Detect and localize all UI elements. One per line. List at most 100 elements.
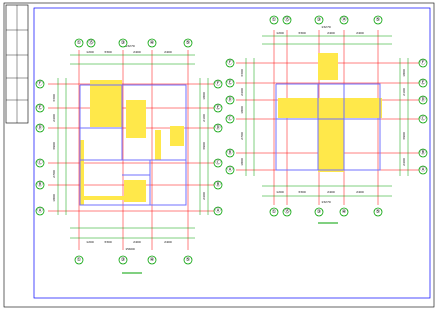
dim-bottom-total: 15600 — [125, 247, 135, 251]
right-dimensions — [245, 35, 409, 197]
r-dim-left-2: 2400 — [240, 88, 244, 96]
svg-text:①: ① — [272, 209, 277, 215]
svg-text:Ⓔ: Ⓔ — [227, 79, 232, 86]
svg-text:Ⓓ: Ⓓ — [227, 96, 232, 103]
svg-text:Ⓒ: Ⓒ — [215, 159, 220, 166]
svg-text:Ⓕ: Ⓕ — [227, 59, 232, 66]
r-dim-left-5: 1800 — [240, 158, 244, 166]
left-dimensions — [57, 54, 209, 239]
svg-text:③: ③ — [121, 257, 125, 263]
svg-text:①: ① — [272, 17, 277, 23]
roof-cross-fill — [278, 98, 360, 172]
dim-bottom-2: 3300 — [104, 240, 112, 244]
r-dim-bottom-2: 3300 — [298, 190, 306, 194]
dim-right-2: 2100 — [202, 114, 206, 122]
svg-text:Ⓒ: Ⓒ — [227, 115, 232, 122]
wall-fill-bottom — [80, 196, 124, 200]
svg-text:Ⓕ: Ⓕ — [420, 59, 425, 66]
dim-bottom-1: 1200 — [86, 240, 94, 244]
svg-text:Ⓑ: Ⓑ — [227, 149, 232, 156]
stair-area-fill — [90, 80, 122, 127]
svg-text:④: ④ — [150, 40, 155, 46]
outer-border — [3, 2, 435, 308]
left-axis-grid — [48, 50, 215, 250]
svg-text:③: ③ — [121, 40, 125, 46]
dim-left-3: 3900 — [52, 142, 56, 150]
left-top-axis-markers: ① ⑮ ③ ④ ⑤ — [74, 38, 193, 48]
r-dim-bottom-3: 2400 — [327, 190, 335, 194]
svg-text:①: ① — [77, 257, 82, 263]
svg-text:Ⓔ: Ⓔ — [420, 79, 425, 86]
svg-text:⑤: ⑤ — [186, 257, 190, 263]
svg-text:Ⓐ: Ⓐ — [215, 207, 220, 214]
svg-text:Ⓔ: Ⓔ — [37, 104, 42, 111]
bath-fill — [124, 180, 146, 202]
r-dim-top-1: 1200 — [276, 31, 284, 35]
room-fill-small — [170, 126, 184, 146]
right-floor-plan: 1200 3300 2400 2400 13270 1200 3300 2400… — [225, 15, 428, 224]
svg-text:⑤: ⑤ — [376, 17, 380, 23]
dim-top-4: 2400 — [164, 50, 172, 54]
dim-bottom-3: 2400 — [133, 240, 141, 244]
dim-bottom-4: 2400 — [164, 240, 172, 244]
right-top-axis-markers: ① ⑮ ③ ⑭ ⑤ — [269, 15, 383, 25]
title-block — [5, 4, 29, 124]
dim-top-total: 13270 — [125, 44, 135, 48]
r-dim-left-3: 1800 — [240, 106, 244, 114]
svg-text:Ⓕ: Ⓕ — [37, 80, 42, 87]
wall-fill-left — [80, 140, 84, 205]
left-left-axis-markers: Ⓕ Ⓔ Ⓓ Ⓒ Ⓑ Ⓐ — [35, 79, 45, 216]
r-dim-right-1: 1800 — [402, 69, 406, 77]
r-dim-bottom-1: 1200 — [276, 190, 284, 194]
left-walls — [79, 84, 187, 206]
svg-text:⑤: ⑤ — [186, 40, 190, 46]
svg-text:Ⓑ: Ⓑ — [215, 181, 220, 188]
svg-text:Ⓒ: Ⓒ — [420, 115, 425, 122]
right-walls — [275, 83, 381, 171]
svg-text:Ⓐ: Ⓐ — [420, 166, 425, 173]
dim-top-2: 3300 — [104, 50, 112, 54]
r-dim-bottom-4: 2400 — [356, 190, 364, 194]
right-right-axis-markers: Ⓕ Ⓔ Ⓓ Ⓒ Ⓑ Ⓐ — [418, 58, 428, 175]
svg-text:Ⓐ: Ⓐ — [37, 207, 42, 214]
r-dim-right-3: 3900 — [402, 132, 406, 140]
svg-text:④: ④ — [342, 209, 347, 215]
svg-text:③: ③ — [317, 209, 321, 215]
dim-left-5: 1800 — [52, 194, 56, 202]
svg-text:⑮: ⑮ — [284, 208, 289, 215]
svg-text:⑮: ⑮ — [88, 39, 93, 46]
dim-left-4: 2700 — [52, 170, 56, 178]
svg-text:④: ④ — [150, 257, 155, 263]
svg-text:Ⓕ: Ⓕ — [215, 80, 220, 87]
dim-left-2: 2400 — [52, 114, 56, 122]
dim-left-1: 3300 — [52, 94, 56, 102]
left-floor-plan: 1200 3300 2400 2400 13270 1200 3300 2400… — [35, 38, 223, 274]
svg-text:Ⓑ: Ⓑ — [420, 149, 425, 156]
drawing-frame — [33, 7, 431, 299]
r-dim-left-4: 2700 — [240, 132, 244, 140]
svg-text:Ⓒ: Ⓒ — [37, 159, 42, 166]
dim-right-4: 2400 — [202, 192, 206, 200]
svg-text:⑤: ⑤ — [376, 209, 380, 215]
right-bottom-axis-markers: ① ⑮ ③ ④ ⑤ — [269, 207, 383, 217]
svg-text:⑭: ⑭ — [341, 16, 346, 23]
svg-text:⑮: ⑮ — [284, 16, 289, 23]
left-right-axis-markers: Ⓕ Ⓔ Ⓓ Ⓒ Ⓑ Ⓐ — [213, 79, 223, 216]
r-dim-top-total: 13270 — [321, 25, 331, 29]
dim-top-3: 2400 — [133, 50, 141, 54]
left-bottom-axis-markers: ① ③ ④ ⑤ — [74, 255, 193, 265]
dim-right-1: 1800 — [202, 92, 206, 100]
roof-right-fill — [344, 98, 382, 118]
svg-text:③: ③ — [317, 17, 321, 23]
r-dim-top-3: 2400 — [327, 31, 335, 35]
dim-top-1: 1200 — [86, 50, 94, 54]
r-dim-top-4: 2400 — [356, 31, 364, 35]
r-dim-bottom-total: 13270 — [321, 200, 331, 204]
svg-text:Ⓓ: Ⓓ — [420, 96, 425, 103]
dim-right-3: 3900 — [202, 142, 206, 150]
svg-text:Ⓑ: Ⓑ — [37, 181, 42, 188]
svg-text:①: ① — [77, 40, 82, 46]
roof-top-fill — [318, 53, 338, 80]
r-dim-left-1: 3300 — [240, 69, 244, 77]
svg-text:Ⓐ: Ⓐ — [227, 166, 232, 173]
